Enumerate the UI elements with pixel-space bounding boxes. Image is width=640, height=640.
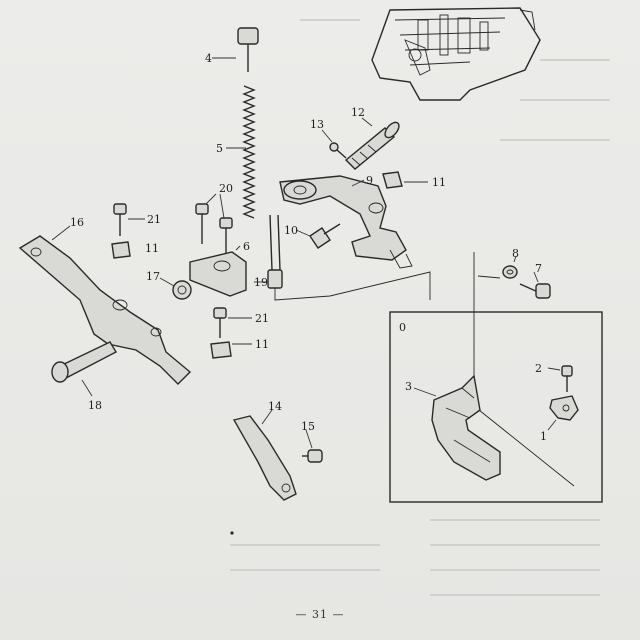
callout-11-lower: 11 [255, 338, 269, 351]
part-1-guide [547, 395, 579, 431]
callout-15: 15 [301, 420, 315, 433]
callout-13: 13 [310, 118, 324, 131]
inset-label: 0 [399, 321, 406, 334]
part-16-lever [18, 225, 192, 385]
callout-6: 6 [243, 240, 250, 253]
part-11-nut-upper [382, 171, 428, 189]
callout-21-lower: 21 [255, 312, 269, 325]
callout-19: 19 [254, 276, 268, 289]
part-19-rod [254, 214, 283, 289]
part-11-nut-lower [210, 341, 252, 359]
part-17-washer [159, 277, 192, 300]
assembly-line-c [477, 275, 501, 279]
part-3-presser-foot [413, 374, 501, 481]
part-10-screw [295, 223, 341, 249]
part-2-screw [547, 365, 573, 392]
page-number: — 31 — [295, 608, 345, 621]
callout-16: 16 [70, 216, 84, 229]
callout-20: 20 [219, 182, 233, 195]
callout-11-upper-right: 11 [432, 176, 446, 189]
assembly-line-a [274, 271, 431, 301]
callout-2: 2 [535, 362, 542, 375]
callout-4: 4 [205, 52, 212, 65]
part-14-lever [232, 409, 297, 501]
callout-12: 12 [351, 106, 365, 119]
ink-dot [230, 531, 234, 535]
callout-labels: 4 5 12 13 9 11 10 20 21 11 6 17 19 16 21… [70, 52, 547, 443]
part-5-spring [226, 85, 256, 219]
callout-14: 14 [268, 400, 282, 413]
part-13-screw [321, 129, 347, 159]
callout-8: 8 [512, 247, 519, 260]
callout-11-left: 11 [145, 242, 159, 255]
callout-21-upper: 21 [147, 213, 161, 226]
callout-10: 10 [284, 224, 298, 237]
part-7-screw [519, 271, 551, 299]
callout-18: 18 [88, 399, 102, 412]
callout-7: 7 [535, 262, 542, 275]
machine-head-illustration [371, 7, 541, 101]
part-8-washer [502, 255, 518, 279]
part-15-screw [302, 429, 323, 463]
callout-9: 9 [366, 174, 373, 187]
bleed-through-lines [230, 19, 610, 596]
part-9-presser-arm [279, 175, 413, 269]
part-6-block [189, 245, 247, 297]
part-4-screw [212, 27, 259, 72]
part-12-shaft [344, 117, 400, 170]
part-18-pin [51, 341, 117, 397]
inset-box [389, 311, 603, 503]
part-20-screws [195, 193, 233, 254]
part-21-screw-lower [213, 307, 252, 338]
part-11-nut-upper-left [111, 241, 131, 259]
callout-3: 3 [405, 380, 412, 393]
callout-5: 5 [216, 142, 223, 155]
part-21-screw-upper [113, 203, 145, 236]
callout-1: 1 [540, 430, 547, 443]
callout-17: 17 [146, 270, 160, 283]
